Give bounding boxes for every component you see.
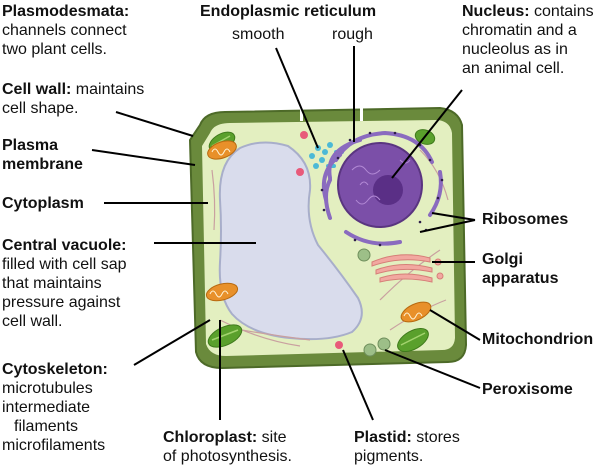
label-plastid: Plastid: stores pigments. (354, 428, 460, 466)
cell-wall-desc-2: cell shape. (2, 100, 79, 117)
central-vacuole-desc-5: cell wall. (2, 313, 63, 330)
peroxisome (377, 337, 391, 351)
chloroplast-term: Chloroplast: (163, 429, 258, 446)
nucleus-desc-2: chromatin and a (462, 22, 577, 39)
cell-wall-desc-1: maintains (71, 81, 145, 98)
plastid-desc-2: pigments. (354, 448, 424, 465)
nucleus-desc-4: an animal cell. (462, 60, 565, 77)
plasma-membrane-line-2: membrane (2, 156, 83, 173)
plasmodesmata-desc-2: two plant cells. (2, 41, 107, 58)
label-er-smooth: smooth (232, 26, 285, 43)
chromatin (351, 159, 411, 205)
mitochondrion (207, 140, 237, 160)
central-vacuole (218, 141, 363, 341)
cytoskeleton-desc-2: microtubules (2, 380, 93, 397)
peroxisome-term: Peroxisome (482, 381, 573, 398)
leader-lines (91, 46, 481, 421)
mitochondrion (205, 282, 239, 302)
ribosomes-term: Ribosomes (482, 211, 569, 228)
mitochondrion (400, 301, 432, 323)
cytoskeleton-desc-3: intermediate (2, 399, 91, 416)
central-vacuole-desc-4: pressure against (2, 294, 121, 311)
chloroplast-desc-1: site (257, 429, 287, 446)
nucleolus (373, 175, 403, 205)
label-cytoplasm: Cytoplasm (2, 194, 84, 213)
label-peroxisome: Peroxisome (482, 380, 573, 399)
chloroplast (397, 327, 429, 353)
plasmodesmata-desc-1: channels connect (2, 22, 127, 39)
label-central-vacuole: Central vacuole: filled with cell sap th… (2, 236, 127, 331)
label-golgi: Golgi apparatus (482, 250, 558, 288)
plasmodesmata-channel (360, 107, 363, 121)
golgi-line-2: apparatus (482, 270, 559, 287)
nucleus-term: Nucleus: (462, 3, 530, 20)
label-nucleus: Nucleus: contains chromatin and a nucleo… (462, 2, 594, 78)
cytoskeleton-desc-4: filaments (14, 418, 79, 435)
label-plasmodesmata: Plasmodesmata: channels connect two plan… (2, 2, 129, 59)
label-plasma-membrane: Plasma membrane (2, 136, 83, 174)
label-cytoskeleton: Cytoskeleton: microtubules intermediate … (2, 360, 108, 455)
nucleus-desc-1: contains (529, 3, 594, 20)
plasma-membrane-line-1: Plasma (2, 137, 59, 154)
mitochondrion-term: Mitochondrion (482, 331, 594, 348)
plastid-term: Plastid: (354, 429, 412, 446)
ribosomes (320, 131, 444, 247)
chloroplast (207, 324, 243, 348)
plasmodesmata-channel (300, 107, 303, 121)
golgi-line-1: Golgi (482, 251, 523, 268)
central-vacuole-desc-3: that maintains (2, 275, 102, 292)
rough-er (321, 130, 443, 246)
label-er: Endoplasmic reticulum (200, 2, 376, 21)
plastid-desc-1: stores (411, 429, 460, 446)
label-cell-wall: Cell wall: maintains cell shape. (2, 80, 144, 118)
golgi-apparatus (371, 254, 444, 283)
label-er-rough: rough (332, 26, 373, 43)
plastid (335, 341, 343, 349)
peroxisome (363, 343, 377, 357)
chloroplast-desc-2: of photosynthesis. (163, 448, 292, 465)
plastid (296, 168, 304, 176)
cytoskeleton-term: Cytoskeleton: (2, 361, 108, 378)
nucleus-desc-3: nucleolus as in (462, 41, 568, 58)
plasmodesmata-term: Plasmodesmata: (2, 3, 130, 20)
cell-wall-term: Cell wall: (2, 81, 72, 98)
cytoskeleton-desc-5: microfilaments (2, 437, 106, 454)
plastid (300, 131, 308, 139)
label-mitochondrion: Mitochondrion (482, 330, 593, 349)
vesicle (357, 248, 371, 262)
er-term: Endoplasmic reticulum (200, 3, 377, 20)
central-vacuole-desc-2: filled with cell sap (2, 256, 127, 273)
label-ribosomes: Ribosomes (482, 210, 568, 229)
cytoplasm-term: Cytoplasm (2, 195, 84, 212)
central-vacuole-term: Central vacuole: (2, 237, 127, 254)
label-chloroplast: Chloroplast: site of photosynthesis. (163, 428, 292, 466)
